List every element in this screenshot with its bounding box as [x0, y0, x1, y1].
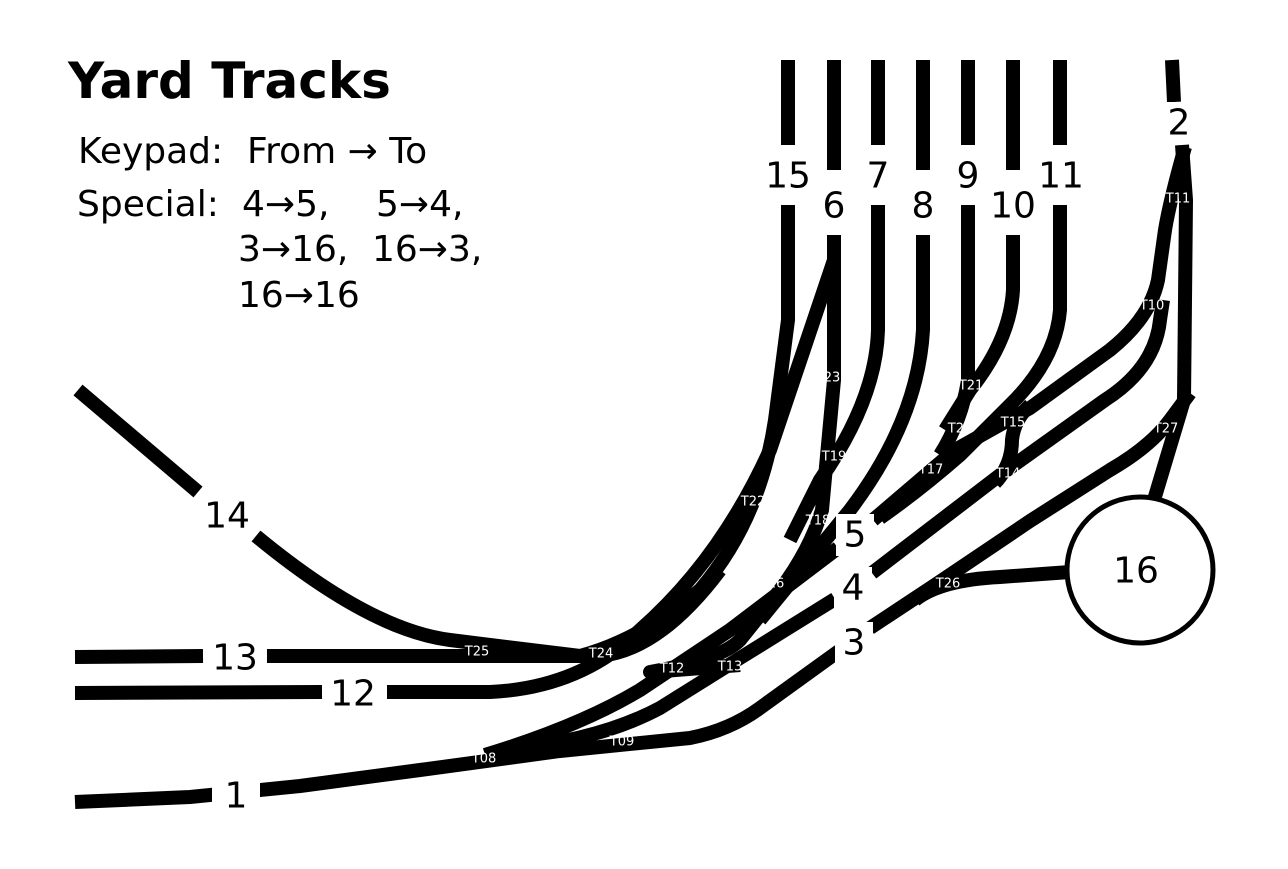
svg-text:2: 2 — [1168, 103, 1191, 144]
svg-text:10: 10 — [990, 186, 1036, 227]
turnout-t10[interactable]: T10 — [1139, 299, 1164, 314]
turnout-t15[interactable]: T15 — [1000, 416, 1025, 431]
track-label-1: 1 — [212, 774, 260, 818]
turnout-t13[interactable]: T13 — [717, 660, 742, 675]
keypad-value: From → To — [247, 131, 428, 172]
track-13[interactable] — [74, 649, 204, 664]
turnout-t17[interactable]: T17 — [918, 463, 943, 478]
track-label-11: 11 — [1038, 154, 1084, 198]
track-4-upper[interactable] — [867, 298, 1170, 579]
track-label-2: 2 — [1160, 102, 1198, 144]
svg-text:5: 5 — [844, 515, 867, 556]
turnout-t27[interactable]: T27 — [1153, 422, 1178, 437]
turnout-t14[interactable]: T14 — [995, 467, 1020, 482]
track-5-upper[interactable] — [868, 145, 1192, 526]
turntable-16[interactable] — [1064, 494, 1216, 646]
svg-text:7: 7 — [867, 156, 890, 197]
track-label-5: 5 — [836, 514, 874, 556]
track-label-16: 16 — [1113, 551, 1159, 592]
track-label-9: 9 — [949, 154, 987, 198]
turnout-t25[interactable]: T25 — [464, 645, 489, 660]
special-pair-3-16: 3→16, — [238, 229, 349, 270]
turnout-t19[interactable]: T19 — [821, 450, 846, 465]
track-10-lower[interactable] — [939, 235, 1020, 434]
turnout-t21[interactable]: T21 — [958, 379, 983, 394]
turnout-t23[interactable]: T23 — [815, 371, 840, 386]
track-label-3: 3 — [835, 622, 873, 664]
svg-text:11: 11 — [1038, 156, 1084, 197]
svg-text:6: 6 — [823, 186, 846, 227]
svg-text:9: 9 — [957, 156, 980, 197]
track-2-lower[interactable] — [1147, 144, 1193, 503]
track-label-13: 13 — [212, 638, 258, 679]
track-label-12: 12 — [330, 674, 376, 715]
track-label-4: 4 — [834, 567, 872, 609]
track-label-15: 15 — [765, 154, 811, 198]
special-label: Special: — [77, 184, 219, 225]
turnout-t12[interactable]: T12 — [659, 662, 684, 677]
track-label-6: 6 — [815, 184, 853, 228]
special-pair-5-4: 5→4, — [376, 184, 464, 225]
keypad-label: Keypad: — [78, 131, 224, 172]
track-5[interactable] — [482, 542, 843, 762]
track-7-lower[interactable] — [783, 205, 885, 544]
svg-text:14: 14 — [204, 496, 250, 537]
turnout-t16[interactable]: T16 — [759, 577, 784, 592]
svg-text:3: 3 — [843, 623, 866, 664]
turnout-t26[interactable]: T26 — [935, 577, 960, 592]
turnout-t09[interactable]: T09 — [609, 735, 634, 750]
turnout-t20[interactable]: T20 — [947, 422, 972, 437]
svg-text:15: 15 — [765, 156, 811, 197]
track-label-7: 7 — [859, 154, 897, 198]
svg-text:16: 16 — [1113, 551, 1159, 592]
track-1[interactable] — [74, 637, 855, 809]
diagram-title: Yard Tracks — [68, 52, 391, 110]
turnout-t24[interactable]: T24 — [588, 647, 613, 662]
track-label-14: 14 — [200, 494, 254, 538]
track-3[interactable] — [866, 388, 1196, 634]
crossover-t14-t15[interactable] — [989, 399, 1035, 488]
track-12[interactable] — [74, 685, 323, 700]
track-11-lower[interactable] — [875, 205, 1067, 524]
track-label-10: 10 — [990, 184, 1036, 228]
track-16-lead[interactable] — [910, 565, 1071, 606]
track-14-lower[interactable] — [251, 205, 795, 663]
turnout-t18[interactable]: T18 — [805, 514, 830, 529]
track-label-8: 8 — [904, 184, 942, 228]
svg-text:12: 12 — [330, 674, 376, 715]
special-pair-4-5: 4→5, — [242, 184, 330, 225]
track-4[interactable] — [509, 593, 839, 756]
svg-text:8: 8 — [912, 186, 935, 227]
track-14[interactable] — [73, 384, 203, 498]
svg-text:13: 13 — [212, 638, 258, 679]
special-pair-16-16: 16→16 — [238, 275, 360, 316]
special-pair-16-3: 16→3, — [372, 229, 483, 270]
svg-text:1: 1 — [225, 776, 248, 817]
track-2[interactable] — [1165, 59, 1181, 103]
turnout-t22[interactable]: T22 — [740, 495, 765, 510]
turnout-t11[interactable]: T11 — [1165, 192, 1190, 207]
track-8-lower[interactable] — [754, 235, 930, 625]
svg-text:4: 4 — [842, 568, 865, 609]
turnout-t08[interactable]: T08 — [471, 752, 496, 767]
